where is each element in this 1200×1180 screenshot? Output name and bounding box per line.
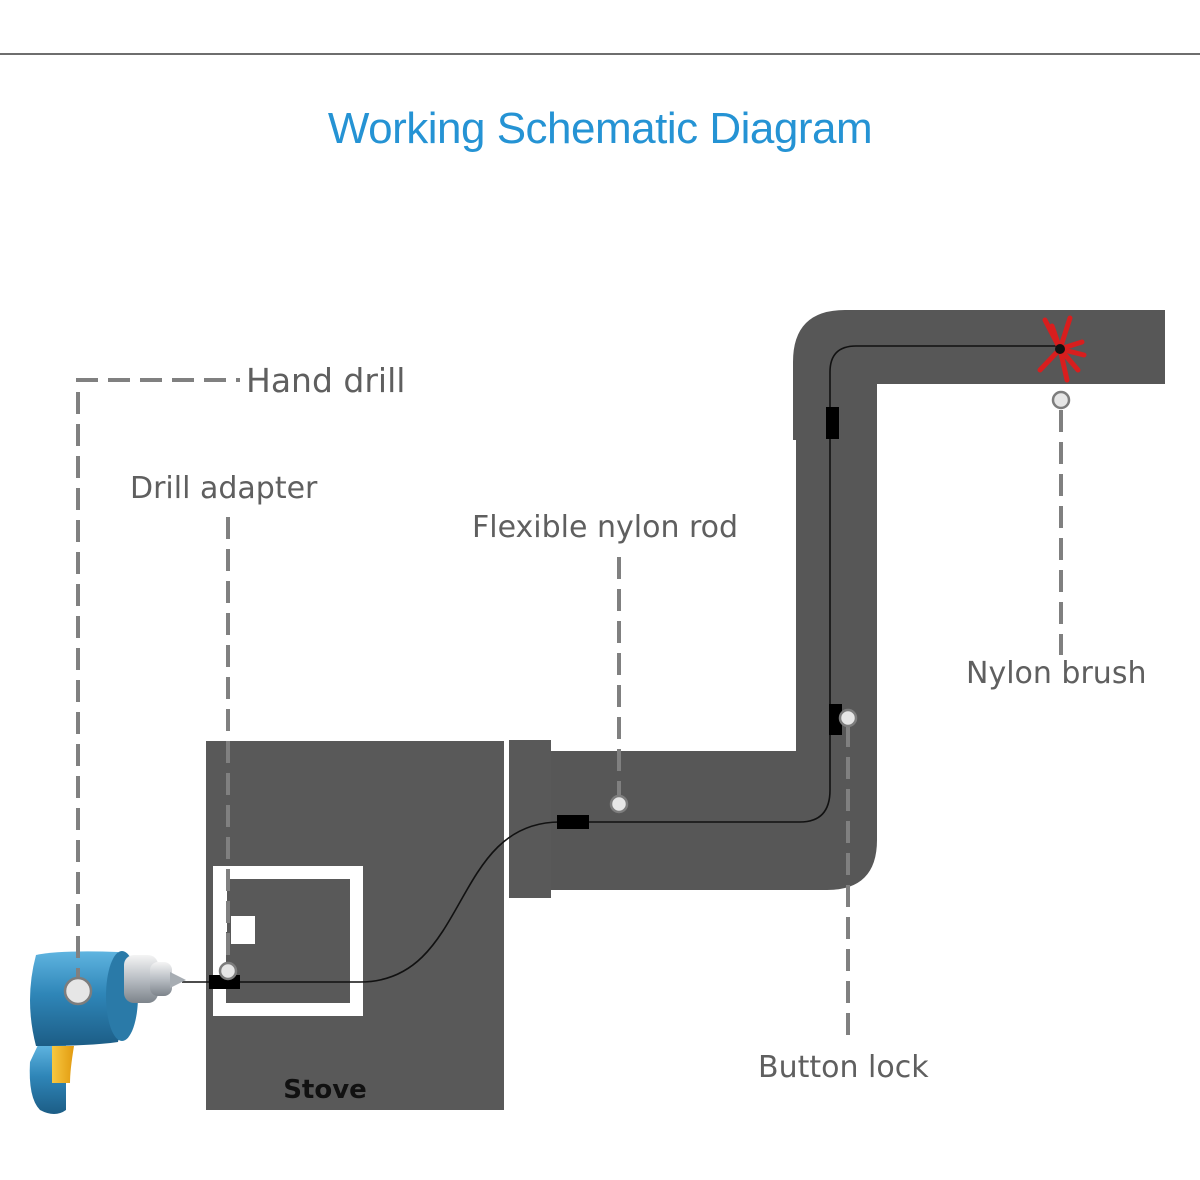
nylon-brush-label: Nylon brush [966, 656, 1146, 691]
pipe-body [551, 310, 1165, 890]
drill-adapter-marker [218, 961, 238, 981]
button-lock-connector [829, 704, 842, 735]
stove-vent [231, 916, 255, 944]
nylon-brush-marker [1051, 390, 1071, 410]
rod-connector [557, 815, 589, 829]
button-lock-marker [838, 708, 858, 728]
flue-collar [509, 740, 551, 898]
nylon-brush-icon [1037, 315, 1087, 383]
chimney-pipe [551, 310, 1165, 890]
stove-door-gap [213, 866, 227, 932]
rod-connector-upper [826, 407, 839, 439]
drill-adapter-label: Drill adapter [130, 471, 318, 506]
button-lock-label: Button lock [758, 1050, 929, 1085]
hand-drill-leader [76, 378, 240, 990]
flexible-nylon-rod-label: Flexible nylon rod [472, 510, 738, 545]
hand-drill-label: Hand drill [246, 361, 405, 400]
stove-label: Stove [283, 1075, 367, 1105]
hand-drill-marker [63, 976, 93, 1006]
hand-drill-icon [29, 951, 186, 1114]
flexible-rod-marker [609, 794, 629, 814]
stove: Stove [206, 741, 504, 1110]
top-divider [0, 53, 1200, 55]
page-title: Working Schematic Diagram [327, 104, 873, 153]
